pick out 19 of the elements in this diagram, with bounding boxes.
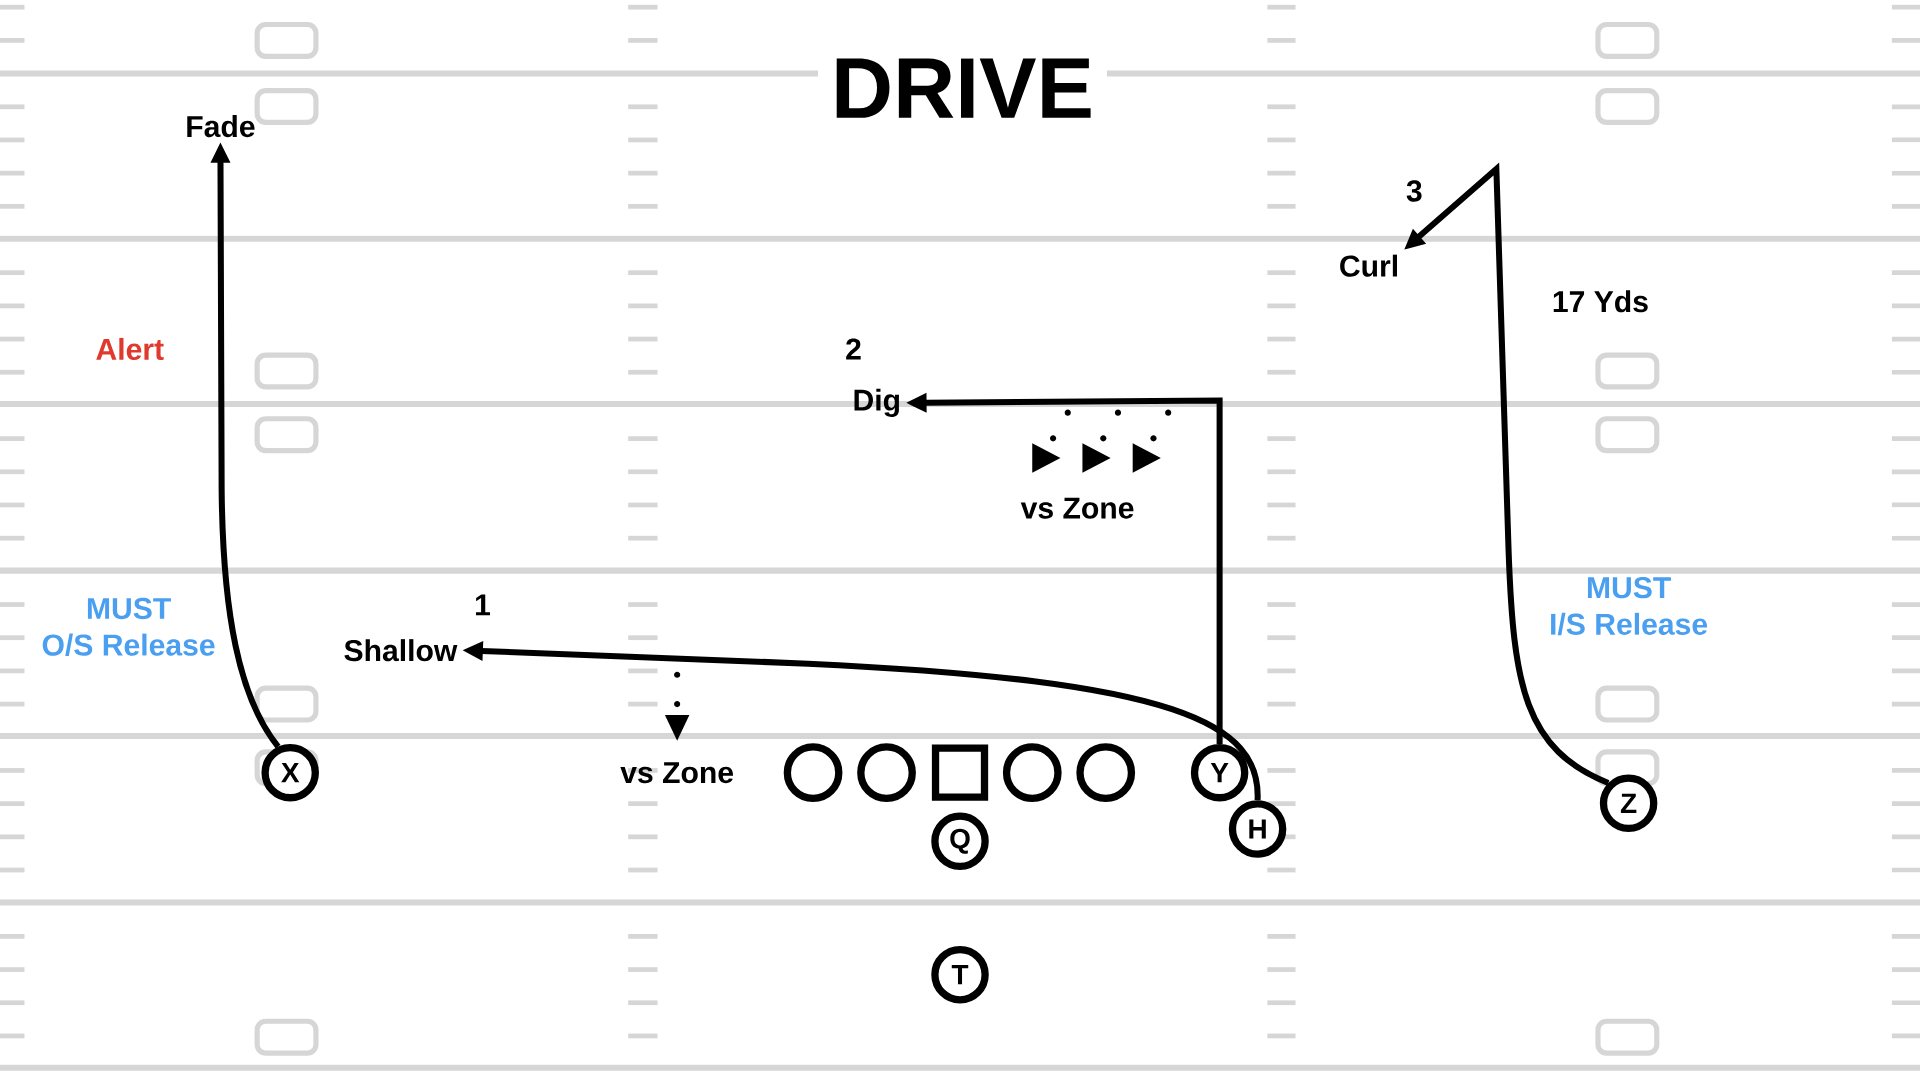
title: DRIVE xyxy=(818,54,1107,123)
route-label: Dig xyxy=(854,388,899,417)
center-square xyxy=(931,744,989,801)
route-number: 3 xyxy=(1406,180,1422,202)
route-number: 1 xyxy=(475,594,490,616)
release-note: MUST O/S Release xyxy=(42,597,215,657)
route-label: Curl xyxy=(1340,254,1397,277)
release-note: MUST I/S Release xyxy=(1551,577,1708,636)
route-number: 2 xyxy=(846,338,861,360)
label: vs Zone xyxy=(620,762,734,784)
lineman-circle xyxy=(857,743,916,803)
label: 17 Yds xyxy=(1553,290,1648,313)
alert-label: Alert xyxy=(96,337,164,361)
label: vs Zone xyxy=(1020,497,1134,519)
lineman-circle xyxy=(1076,743,1136,803)
route-label: Fade xyxy=(187,115,255,138)
route-label: Shallow xyxy=(344,639,458,662)
lineman-circle xyxy=(1002,743,1062,803)
lineman-circle xyxy=(783,743,843,803)
